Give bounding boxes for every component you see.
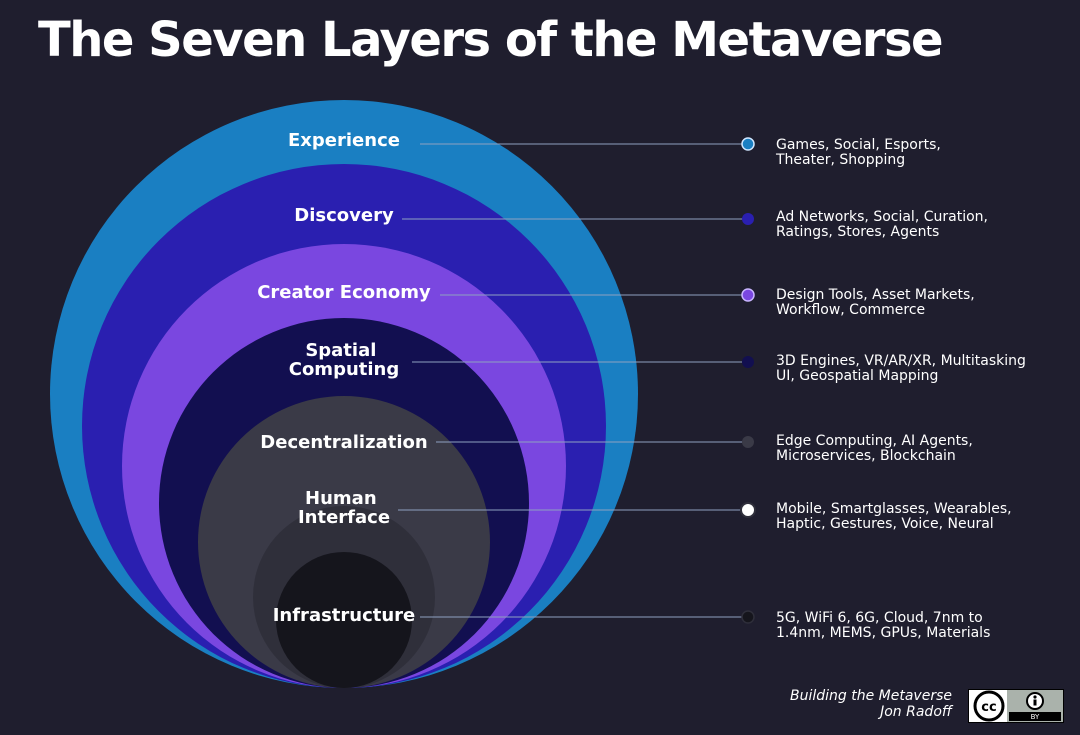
credit-book: Building the Metaverse (790, 688, 952, 704)
connector-dot-human-interface (740, 502, 756, 518)
layer-label-human-interface: Human Interface (298, 488, 390, 528)
layer-desc-experience: Games, Social, Esports, Theater, Shoppin… (776, 137, 941, 168)
layer-label-experience: Experience (288, 130, 400, 151)
connector-dot-decentralization (742, 436, 754, 448)
connector-dot-experience (741, 137, 755, 151)
layer-desc-discovery: Ad Networks, Social, Curation, Ratings, … (776, 209, 988, 240)
connector-dot-discovery (742, 213, 754, 225)
layer-label-spatial-computing: Spatial Computing (289, 340, 400, 380)
layer-label-discovery: Discovery (294, 205, 394, 226)
svg-text:BY: BY (1031, 713, 1040, 721)
layer-desc-human-interface: Mobile, Smartglasses, Wearables, Haptic,… (776, 501, 1012, 532)
cc-by-icon: cc BY (969, 690, 1063, 722)
connector-dot-spatial-computing (742, 356, 754, 368)
cc-by-license-badge: cc BY (968, 689, 1064, 723)
svg-text:cc: cc (981, 700, 996, 715)
credit-author: Jon Radoff (880, 704, 952, 720)
page-title: The Seven Layers of the Metaverse (38, 12, 944, 68)
layer-label-infrastructure: Infrastructure (273, 605, 416, 626)
layer-label-creator-economy: Creator Economy (257, 282, 431, 303)
connector-dot-creator-economy (741, 288, 755, 302)
credit: Building the Metaverse Jon Radoff (790, 688, 952, 720)
layer-desc-infrastructure: 5G, WiFi 6, 6G, Cloud, 7nm to 1.4nm, MEM… (776, 610, 991, 641)
layer-label-decentralization: Decentralization (260, 432, 427, 453)
connector-dot-infrastructure (741, 610, 755, 624)
layer-desc-spatial-computing: 3D Engines, VR/AR/XR, Multitasking UI, G… (776, 353, 1026, 384)
layer-desc-creator-economy: Design Tools, Asset Markets, Workflow, C… (776, 287, 975, 318)
layer-desc-decentralization: Edge Computing, AI Agents, Microservices… (776, 433, 973, 464)
layer-circle-infrastructure (276, 552, 412, 688)
